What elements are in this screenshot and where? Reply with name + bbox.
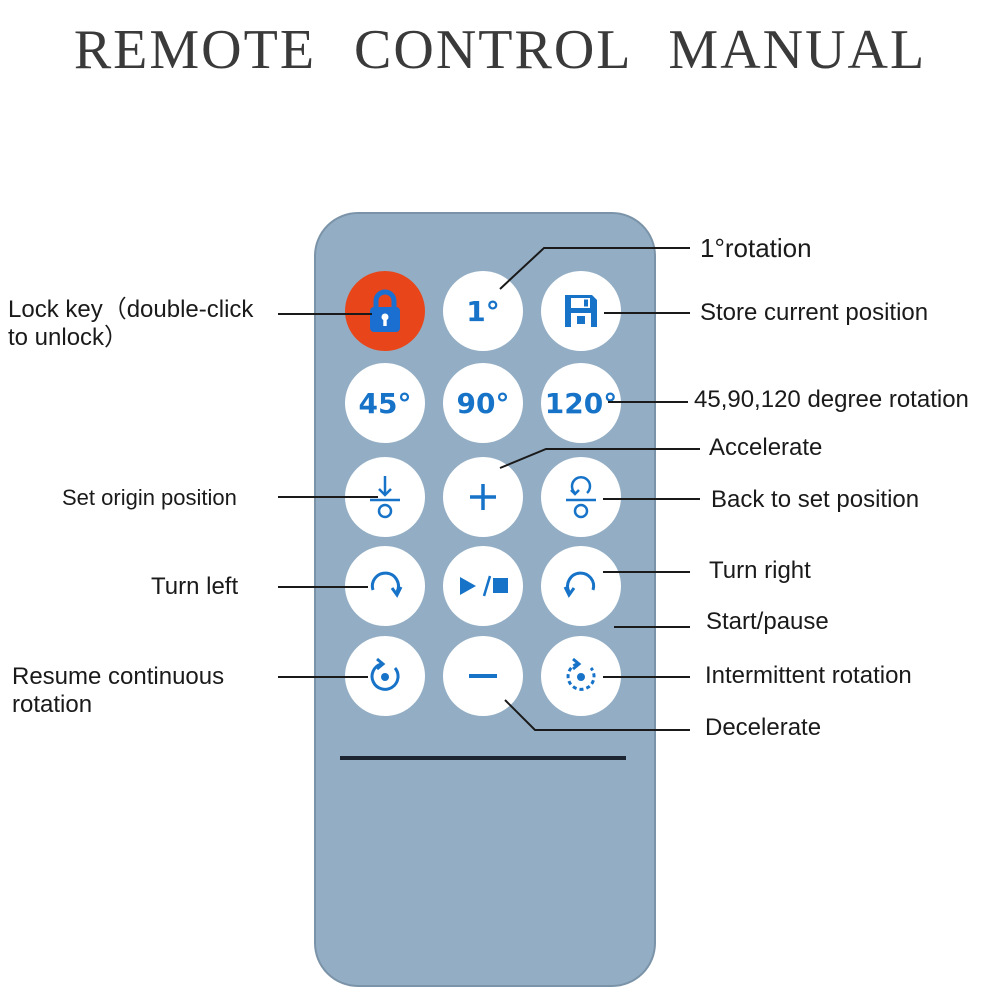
intermittent-rotation-icon	[566, 657, 596, 691]
accelerate-button[interactable]	[443, 457, 523, 537]
rotate-120-label: 120°	[544, 386, 618, 420]
label-decelerate: Decelerate	[705, 714, 822, 741]
label-back-to-set: Back to set position	[711, 486, 920, 513]
label-set-origin: Set origin position	[62, 485, 237, 510]
leader-decelerate	[504, 699, 690, 731]
lock-button[interactable]	[345, 271, 425, 351]
remote-divider	[340, 756, 626, 760]
label-accelerate: Accelerate	[709, 434, 823, 461]
store-position-button[interactable]	[541, 271, 621, 351]
rotate-90-label: 90°	[456, 386, 510, 420]
start-pause-button[interactable]	[443, 546, 523, 626]
play-pause-icon	[460, 575, 508, 597]
label-45-90-120: 45,90,120 degree rotation	[694, 386, 969, 413]
resume-rotation-icon	[370, 657, 400, 691]
label-1-rotation: 1°rotation	[700, 233, 812, 263]
rotate-45-label: 45°	[358, 386, 412, 420]
decelerate-button[interactable]	[443, 636, 523, 716]
label-lock-key: Lock key（double-click to unlock）	[8, 296, 254, 351]
lock-icon	[370, 289, 400, 332]
rotate-45-button[interactable]: 45°	[345, 363, 425, 443]
label-resume: Resume continuous rotation	[12, 663, 225, 718]
minus-icon	[469, 674, 497, 678]
turn-right-button[interactable]	[541, 546, 621, 626]
page-title: REMOTE CONTROL MANUAL	[73, 19, 927, 81]
back-to-set-icon	[566, 476, 596, 519]
label-turn-left: Turn left	[151, 573, 239, 600]
back-to-set-button[interactable]	[541, 457, 621, 537]
leader-1-rotation	[499, 247, 690, 290]
label-start-pause: Start/pause	[706, 608, 829, 635]
one-degree-label: 1°	[466, 294, 500, 328]
rotate-120-button[interactable]: 120°	[541, 363, 621, 443]
leader-accelerate	[499, 448, 700, 469]
label-intermittent: Intermittent rotation	[705, 662, 912, 689]
rotate-left-icon	[370, 571, 403, 598]
label-turn-right: Turn right	[709, 557, 811, 584]
rotate-right-icon	[563, 571, 596, 598]
rotate-90-button[interactable]: 90°	[443, 363, 523, 443]
one-degree-button[interactable]: 1°	[443, 271, 523, 351]
set-origin-icon	[370, 476, 400, 519]
save-icon	[565, 295, 597, 327]
label-store-position: Store current position	[700, 299, 929, 326]
plus-icon	[470, 484, 496, 510]
